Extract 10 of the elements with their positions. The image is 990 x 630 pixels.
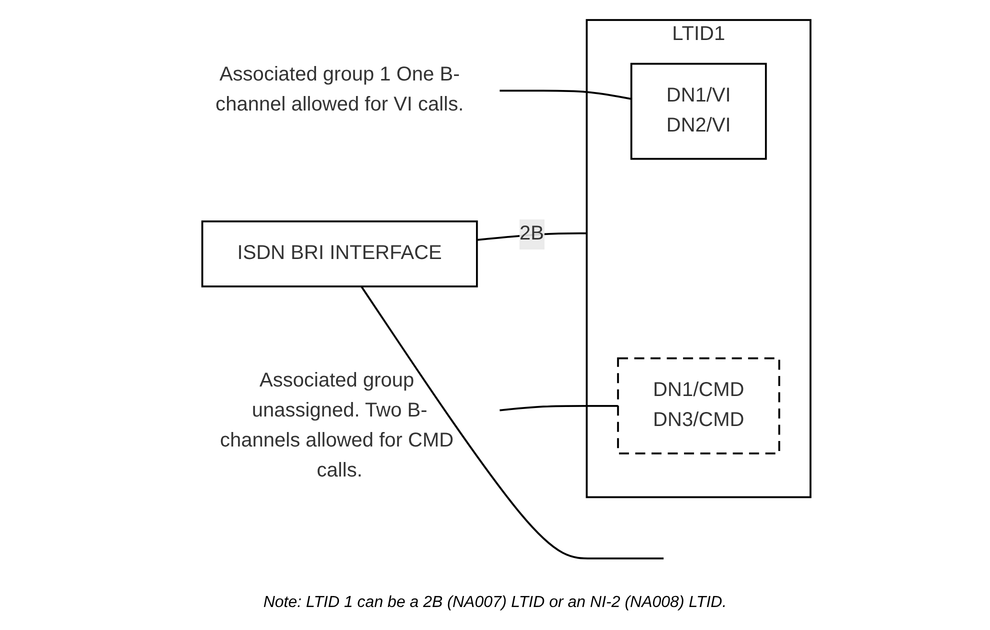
node-box: DN1/CMD DN3/CMD bbox=[617, 357, 780, 454]
node-box: DN1/VI DN2/VI bbox=[630, 62, 767, 160]
node-box: ISDN BRI INTERFACE bbox=[201, 220, 478, 288]
connector bbox=[500, 90, 632, 100]
node-text: Associated group unassigned. Two B-channels allowed for CMD calls. bbox=[220, 370, 454, 482]
node-text: Associated group 1 One B-channel allowed for VI calls. bbox=[216, 64, 464, 116]
connector bbox=[500, 404, 618, 412]
connector bbox=[360, 286, 664, 560]
edge-label: 2B bbox=[519, 223, 544, 244]
note-caption: Note: LTID 1 can be a 2B (NA007) LTID or an NI-2 (NA008) LTID. bbox=[263, 594, 727, 612]
